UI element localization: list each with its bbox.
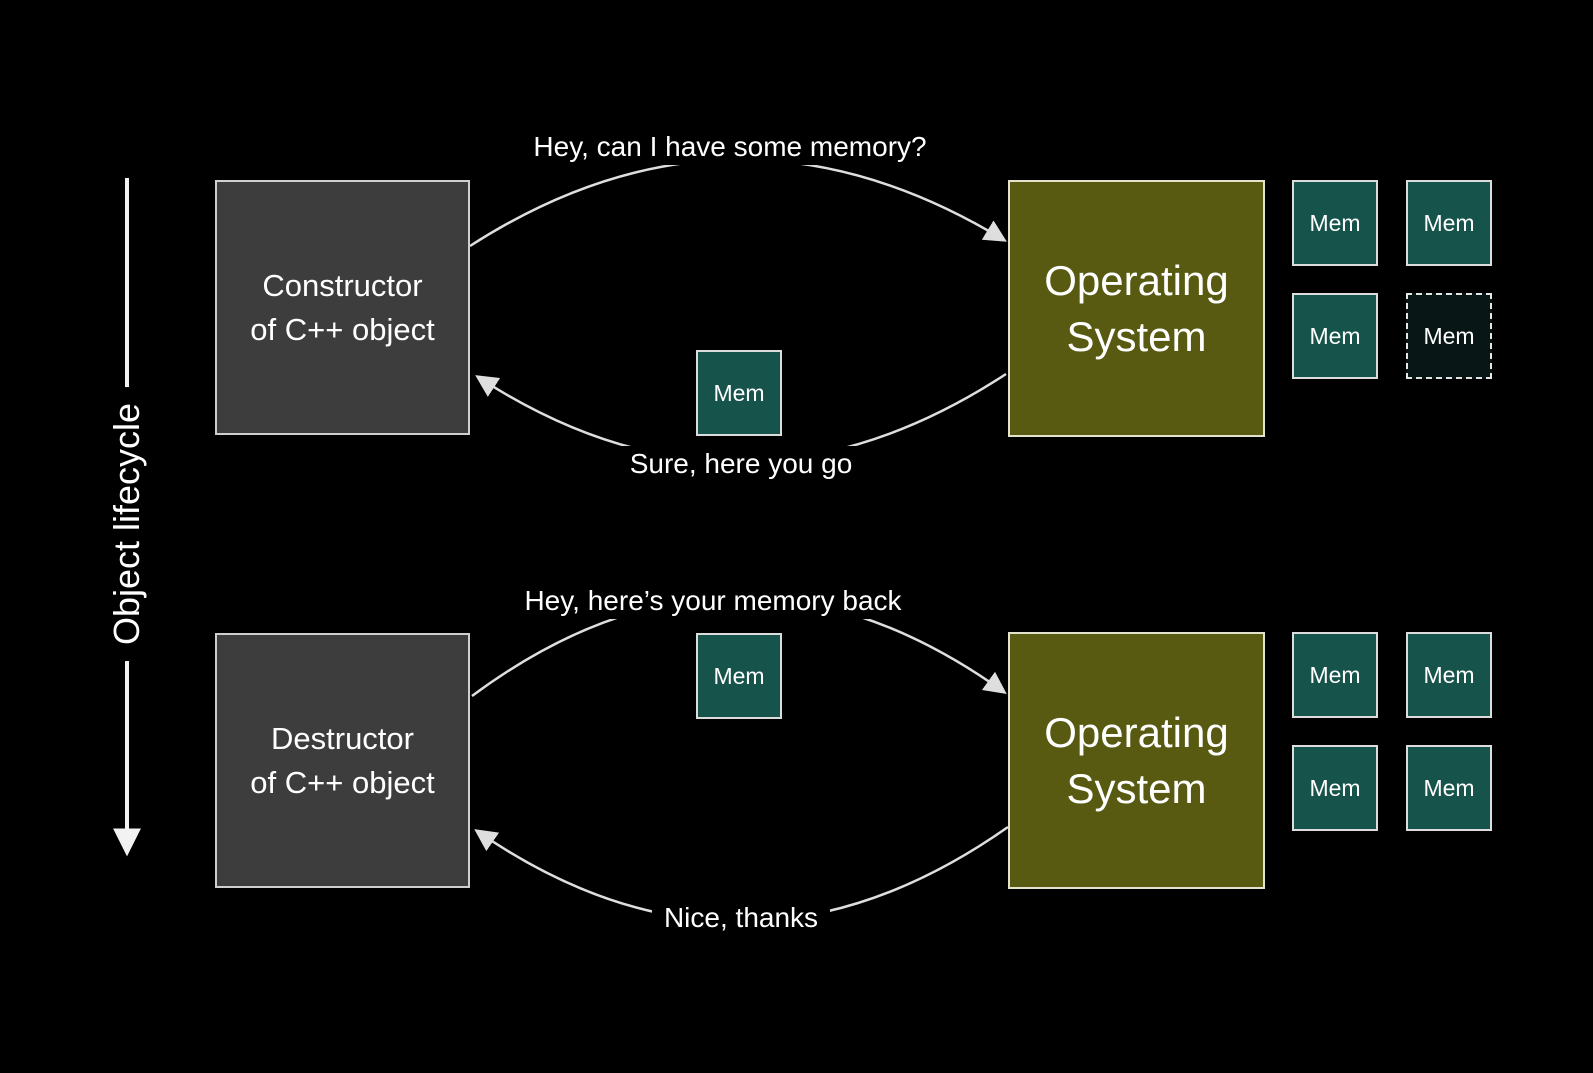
mem-block-heap: Mem bbox=[1292, 632, 1378, 718]
mem-label: Mem bbox=[1423, 774, 1475, 801]
mem-block-heap-handed-out: Mem bbox=[1406, 293, 1492, 379]
mem-block-transit-bottom: Mem bbox=[696, 633, 782, 719]
mem-block-heap: Mem bbox=[1406, 632, 1492, 718]
destructor-box: Destructor of C++ object bbox=[215, 633, 470, 888]
mem-label: Mem bbox=[713, 379, 765, 406]
destructor-label-line1: Destructor bbox=[271, 721, 414, 757]
constructor-label-line2: of C++ object bbox=[250, 311, 435, 347]
destructor-label-line2: of C++ object bbox=[250, 764, 435, 800]
request-memory-text: Hey, can I have some memory? bbox=[521, 129, 939, 165]
os-top-label-line2: System bbox=[1066, 312, 1207, 360]
mem-label: Mem bbox=[1423, 322, 1475, 349]
mem-block-heap: Mem bbox=[1292, 293, 1378, 379]
mem-label: Mem bbox=[1423, 661, 1475, 688]
mem-block-heap: Mem bbox=[1406, 180, 1492, 266]
arrow-request-memory bbox=[469, 158, 1007, 248]
constructor-box: Constructor of C++ object bbox=[215, 180, 470, 435]
os-box-bottom: Operating System bbox=[1008, 632, 1265, 889]
mem-block-heap: Mem bbox=[1292, 180, 1378, 266]
os-bottom-label-line2: System bbox=[1066, 764, 1207, 812]
return-memory-text: Hey, here’s your memory back bbox=[512, 583, 914, 619]
mem-label: Mem bbox=[1423, 209, 1475, 236]
mem-block-heap: Mem bbox=[1406, 745, 1492, 831]
lifecycle-axis-label: Object lifecycle bbox=[106, 386, 148, 662]
mem-label: Mem bbox=[1309, 661, 1361, 688]
mem-block-heap: Mem bbox=[1292, 745, 1378, 831]
constructor-label-line1: Constructor bbox=[262, 268, 423, 304]
grant-memory-text: Sure, here you go bbox=[617, 446, 865, 482]
mem-label: Mem bbox=[713, 662, 765, 689]
mem-label: Mem bbox=[1309, 774, 1361, 801]
os-box-top: Operating System bbox=[1008, 180, 1265, 437]
mem-label: Mem bbox=[1309, 209, 1361, 236]
os-bottom-label-line1: Operating bbox=[1044, 709, 1229, 757]
mem-block-transit-top: Mem bbox=[696, 350, 782, 436]
thanks-text: Nice, thanks bbox=[651, 900, 831, 936]
mem-label: Mem bbox=[1309, 322, 1361, 349]
os-top-label-line1: Operating bbox=[1044, 257, 1229, 305]
